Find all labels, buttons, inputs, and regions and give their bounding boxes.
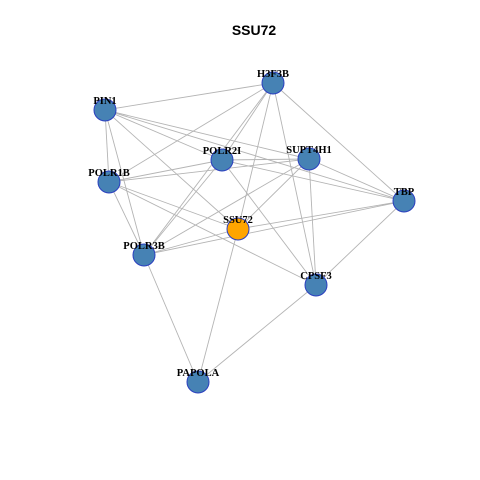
- node-polr3b: POLR3B: [123, 241, 165, 267]
- edge-supt4h1-polr1b: [108, 158, 310, 183]
- node-supt4h1: SUPT4H1: [286, 145, 332, 171]
- node-circle-polr3b: [132, 243, 156, 267]
- edge-h3f3b-tbp: [272, 82, 405, 202]
- edge-supt4h1-cpsf3: [308, 158, 317, 286]
- edge-pin1-polr3b: [104, 109, 145, 256]
- edge-h3f3b-polr2i: [221, 82, 274, 161]
- edge-supt4h1-polr3b: [143, 158, 310, 256]
- node-label-papola: PAPOLA: [177, 368, 220, 379]
- node-label-polr1b: POLR1B: [88, 168, 129, 179]
- node-pin1: PIN1: [93, 96, 117, 122]
- edge-h3f3b-polr3b: [143, 82, 274, 256]
- edge-h3f3b-ssu72: [237, 82, 274, 230]
- node-label-tbp: TBP: [394, 187, 415, 198]
- node-label-pin1: PIN1: [93, 96, 116, 107]
- node-circle-polr1b: [97, 170, 121, 194]
- node-polr1b: POLR1B: [88, 168, 130, 194]
- diagram-title: SSU72: [232, 22, 277, 38]
- edge-tbp-polr3b: [143, 200, 405, 256]
- node-label-cpsf3: CPSF3: [300, 271, 332, 282]
- node-circle-pin1: [93, 98, 117, 122]
- node-label-supt4h1: SUPT4H1: [286, 145, 332, 156]
- node-circle-ssu72: [226, 217, 250, 241]
- node-circle-supt4h1: [297, 147, 321, 171]
- edge-polr2i-cpsf3: [221, 159, 317, 286]
- edge-tbp-ssu72: [237, 200, 405, 230]
- edge-h3f3b-cpsf3: [272, 82, 317, 286]
- node-label-polr3b: POLR3B: [123, 241, 164, 252]
- node-papola: PAPOLA: [177, 368, 220, 394]
- node-h3f3b: H3F3B: [257, 69, 289, 95]
- edge-polr3b-papola: [143, 254, 199, 383]
- node-circle-papola: [186, 370, 210, 394]
- node-label-polr2i: POLR2I: [203, 146, 242, 157]
- edge-supt4h1-tbp: [308, 158, 405, 202]
- edge-supt4h1-ssu72: [237, 158, 310, 230]
- node-polr2i: POLR2I: [203, 146, 242, 172]
- edge-polr2i-supt4h1: [221, 158, 310, 161]
- edge-polr2i-polr3b: [143, 159, 223, 256]
- node-circle-tbp: [392, 189, 416, 213]
- node-circle-h3f3b: [261, 71, 285, 95]
- edge-ssu72-polr3b: [143, 228, 239, 256]
- node-tbp: TBP: [392, 187, 416, 213]
- node-circle-cpsf3: [304, 273, 328, 297]
- node-cpsf3: CPSF3: [300, 271, 332, 297]
- edge-cpsf3-papola: [197, 284, 317, 383]
- edge-tbp-cpsf3: [315, 200, 405, 286]
- node-label-ssu72: SSU72: [223, 215, 253, 226]
- edge-polr2i-tbp: [221, 159, 405, 202]
- edge-h3f3b-polr1b: [108, 82, 274, 183]
- edge-pin1-tbp: [104, 109, 405, 202]
- edge-ssu72-papola: [197, 228, 239, 383]
- edge-pin1-polr1b: [104, 109, 110, 183]
- node-ssu72: SSU72: [223, 215, 253, 241]
- node-circle-polr2i: [210, 148, 234, 172]
- edge-pin1-polr2i: [104, 109, 223, 161]
- edge-pin1-supt4h1: [104, 109, 310, 160]
- edge-polr1b-polr3b: [108, 181, 145, 256]
- edge-polr2i-polr1b: [108, 159, 223, 183]
- edge-pin1-h3f3b: [104, 82, 274, 111]
- edge-layer: [104, 82, 405, 383]
- node-label-h3f3b: H3F3B: [257, 69, 289, 80]
- edge-polr1b-ssu72: [108, 181, 239, 230]
- edge-polr1b-cpsf3: [108, 181, 317, 286]
